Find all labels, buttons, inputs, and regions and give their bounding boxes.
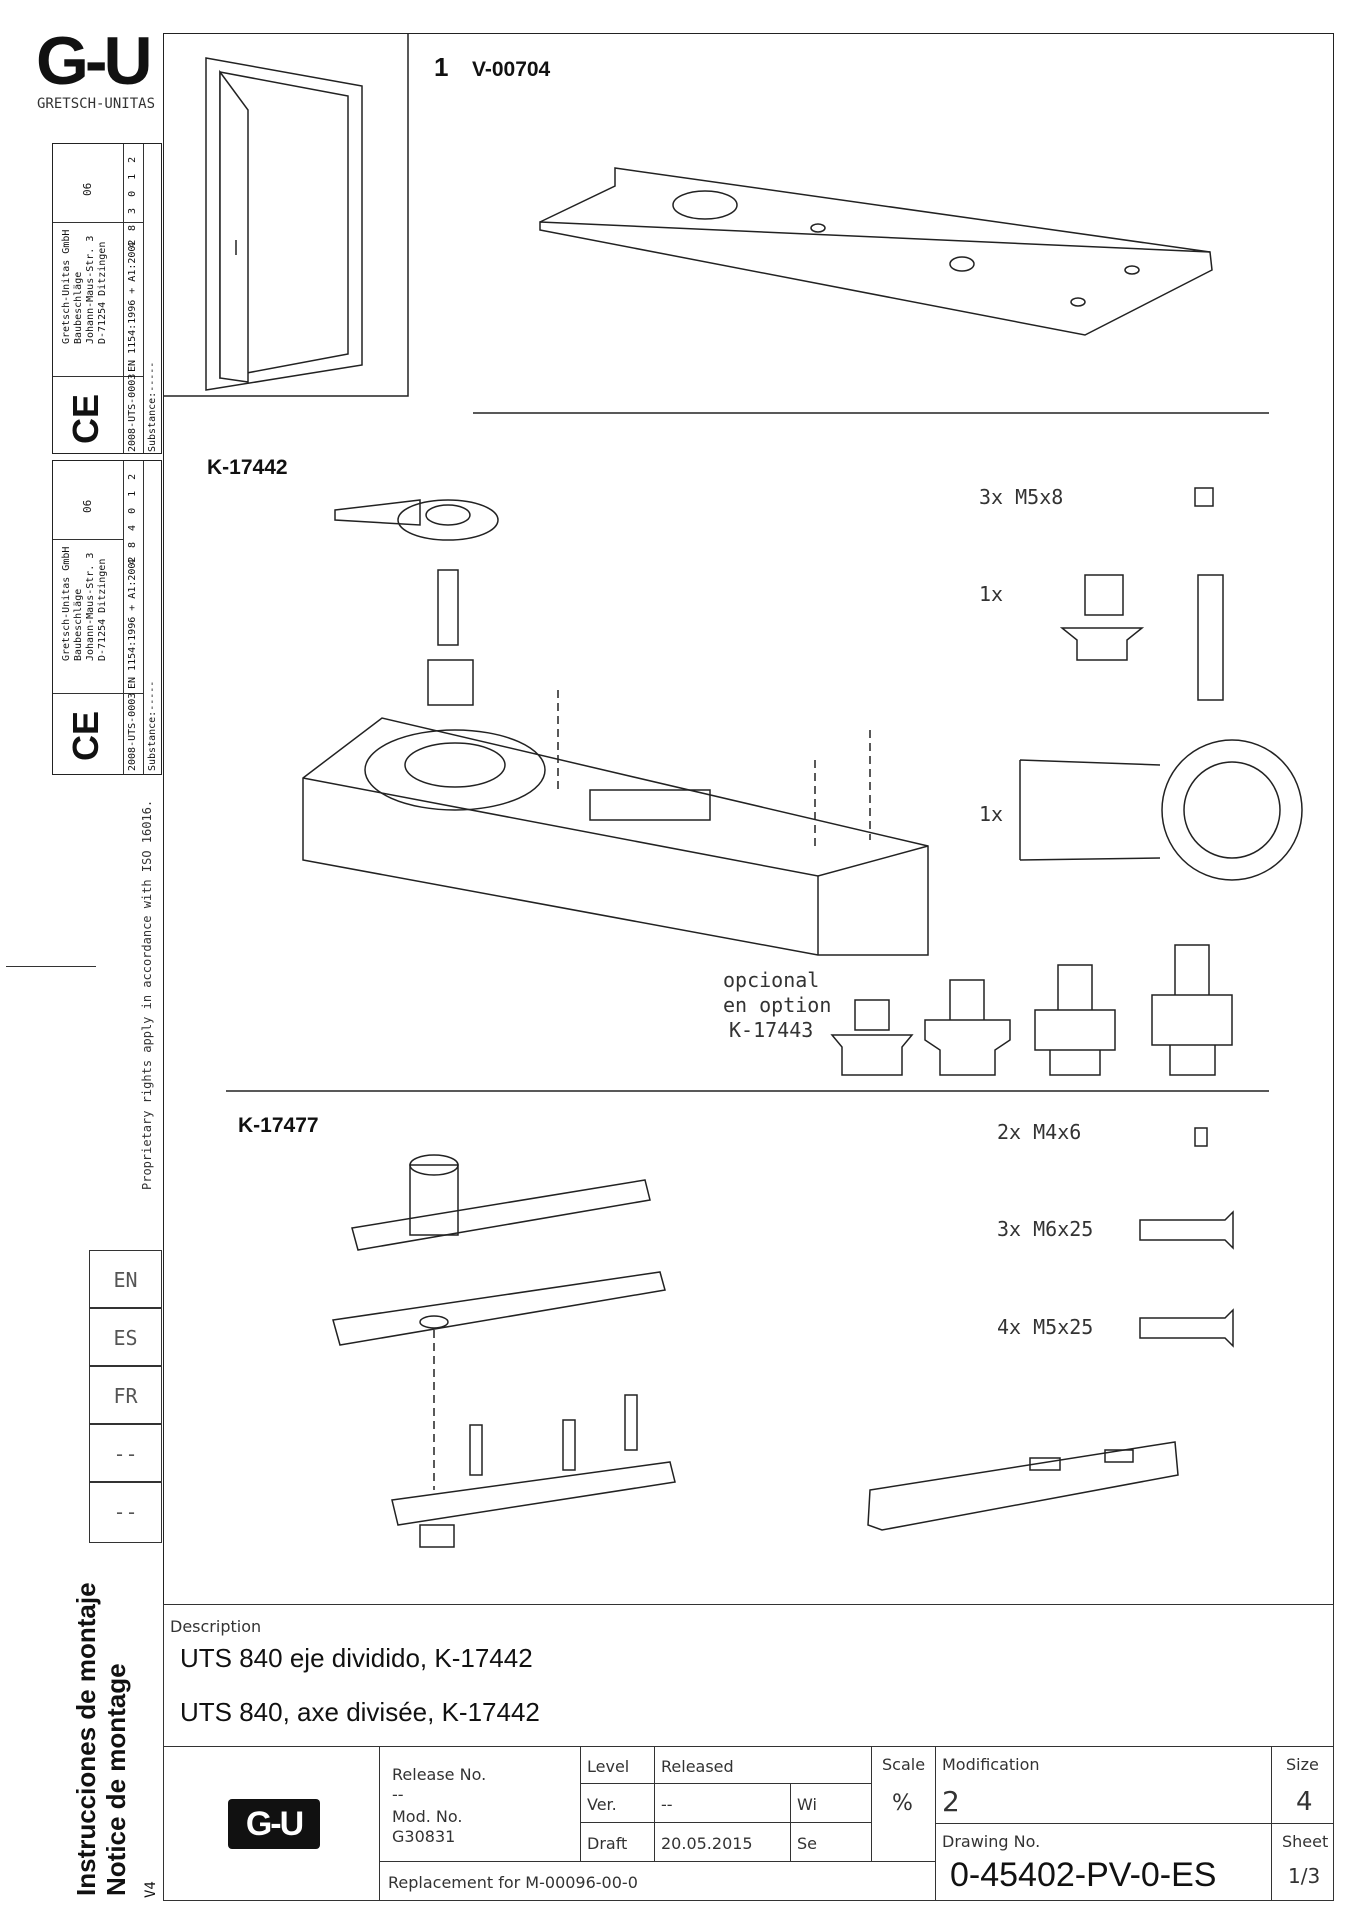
step-number: 1 [434, 52, 449, 82]
cover-plate-drawing [539, 167, 1213, 336]
item-label: 1x [979, 582, 1004, 606]
drawing-no-label: Drawing No. [942, 1832, 1041, 1851]
language-fr: FR [89, 1366, 162, 1424]
pivot-bracket-drawing [332, 1127, 1234, 1548]
description-fr: UTS 840, axe divisée, K-17442 [180, 1697, 540, 1727]
door-inset [163, 33, 409, 397]
part-number-v00704: V-00704 [472, 58, 551, 81]
ver-value: -- [661, 1795, 673, 1814]
fold-mark [6, 966, 96, 967]
release-value: -- [392, 1785, 404, 1804]
item-label: 4x M5x25 [997, 1315, 1094, 1339]
part-number-k17442: K-17442 [207, 456, 288, 479]
language-empty: -- [89, 1482, 162, 1543]
drawing-no: 0-45402-PV-0-ES [950, 1856, 1217, 1894]
item-label: 3x M6x25 [997, 1217, 1094, 1241]
sheet-label: Sheet [1282, 1832, 1329, 1851]
release-label: Release No. [392, 1765, 487, 1784]
item-label: 3x M5x8 [979, 485, 1064, 509]
language-empty: -- [89, 1424, 162, 1482]
replacement-note: Replacement for M-00096-00-0 [388, 1873, 638, 1892]
company-name: GRETSCH-UNITAS [37, 96, 156, 112]
size-label: Size [1286, 1755, 1319, 1774]
mod-value: G30831 [392, 1827, 456, 1846]
item-label: 2x M4x6 [997, 1120, 1082, 1144]
ver-initials: Wi [797, 1795, 817, 1814]
description-box: Description UTS 840 eje dividido, K-1744… [163, 1604, 1334, 1747]
draft-initials: Se [797, 1834, 817, 1853]
sheet-value: 1/3 [1288, 1864, 1321, 1888]
modification-value: 2 [942, 1785, 960, 1818]
level-value: Released [661, 1757, 734, 1776]
draft-label: Draft [587, 1834, 628, 1853]
scale-value: % [892, 1791, 913, 1816]
door-closer-drawing [302, 487, 1303, 1076]
gu-logo: G-U [36, 23, 153, 99]
optional-pivots [830, 944, 1233, 1076]
ver-label: Ver. [587, 1795, 617, 1814]
mod-label: Mod. No. [392, 1807, 463, 1826]
size-value: 4 [1296, 1787, 1313, 1817]
description-es: UTS 840 eje dividido, K-17442 [180, 1643, 533, 1673]
part-number-k17477: K-17477 [238, 1114, 319, 1137]
draft-date: 20.05.2015 [661, 1834, 753, 1853]
language-en: EN [89, 1250, 162, 1308]
level-label: Level [587, 1757, 630, 1776]
description-label: Description [170, 1617, 262, 1636]
language-es: ES [89, 1308, 162, 1366]
modification-label: Modification [942, 1755, 1040, 1774]
gu-logo-badge: G-U [228, 1799, 320, 1849]
scale-label: Scale [882, 1755, 926, 1774]
item-label: 1x [979, 802, 1004, 826]
